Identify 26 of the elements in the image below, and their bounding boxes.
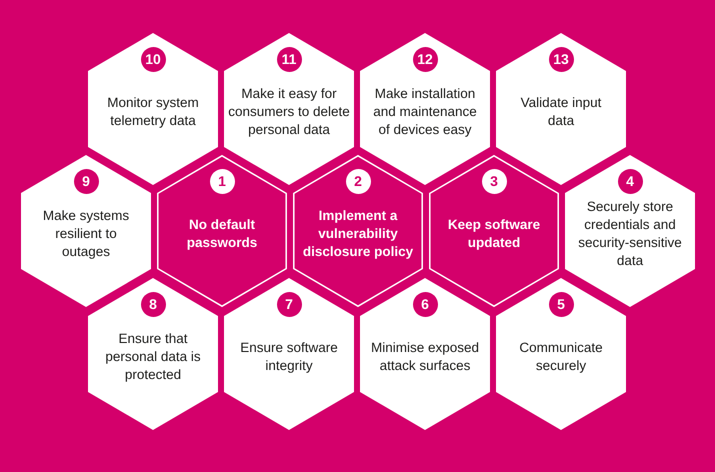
principle-text: Make it easy for consumers to delete personal data — [227, 85, 351, 139]
principle-text: Communicate securely — [518, 339, 604, 375]
principle-text: Ensure that personal data is protected — [104, 330, 202, 384]
hexagon-tile — [565, 155, 695, 307]
hexagon-tile — [429, 155, 559, 307]
principle-text: Securely store credentials and security-sensitive data — [577, 198, 683, 270]
principle-text: Implement a vulnerability disclosure policy — [302, 207, 414, 261]
principle-text: Make systems resilient to outages — [42, 207, 130, 261]
principle-text: Monitor system telemetry data — [106, 94, 200, 130]
hexagon-tile — [88, 278, 218, 430]
principle-text: Ensure software integrity — [239, 339, 339, 375]
hexagon-tile — [360, 33, 490, 185]
hexagon-tile — [88, 33, 218, 185]
hexagon-tile — [496, 278, 626, 430]
principle-text: No default passwords — [186, 216, 258, 252]
hexagon-tile — [496, 33, 626, 185]
hexagon-tile — [360, 278, 490, 430]
principle-text: Make installation and maintenance of devices easy — [372, 85, 478, 139]
principle-text: Minimise exposed attack surfaces — [370, 339, 480, 375]
hexagon-tile — [224, 33, 354, 185]
hexagon-tile — [293, 155, 423, 307]
hexagon-tile — [21, 155, 151, 307]
hexagon-tile — [224, 278, 354, 430]
hexagon-tile — [157, 155, 287, 307]
principle-text: Keep software updated — [446, 216, 542, 252]
principle-text: Validate input data — [520, 94, 602, 130]
